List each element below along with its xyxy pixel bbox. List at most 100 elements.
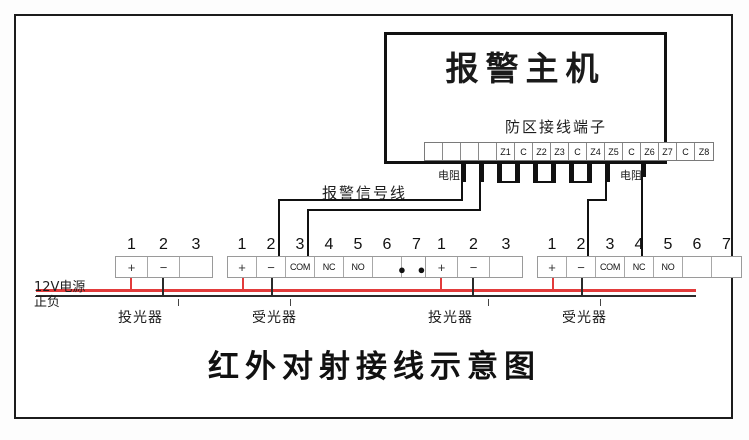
terminal-number: 7 [412, 236, 421, 253]
signal-wire [587, 199, 607, 201]
signal-wire [587, 214, 589, 256]
terminal-mark: − [469, 259, 478, 275]
host-terminal-slot-blank [443, 143, 461, 160]
host-terminal-Z1: Z1 [497, 143, 515, 160]
terminal-1: 1+ [116, 236, 148, 277]
signal-wire [461, 181, 463, 200]
terminal-mark: NC [632, 262, 646, 272]
host-terminal-Z7: Z7 [659, 143, 677, 160]
host-pin [605, 161, 610, 182]
signal-wire [605, 181, 607, 200]
host-terminal-C: C [623, 143, 641, 160]
terminal-mark: + [127, 259, 136, 275]
device-name-1: 受光器 [252, 310, 297, 326]
alarm-signal-line-label: 报警信号线 [322, 184, 408, 202]
terminal-number: 1 [237, 236, 247, 253]
device-terminal-block: 1+2−3 [115, 236, 213, 278]
host-terminal-Z3: Z3 [551, 143, 569, 160]
host-terminal-Z2: Z2 [533, 143, 551, 160]
terminal-number: 2 [469, 236, 478, 253]
device-name-2: 投光器 [428, 310, 473, 326]
host-terminal-slot-blank [461, 143, 479, 160]
host-terminal-C: C [677, 143, 695, 160]
power-drop-positive [242, 278, 244, 291]
terminal-number: 1 [437, 236, 446, 253]
host-pin [587, 161, 592, 182]
signal-wire [307, 209, 481, 211]
terminal-2: 2− [458, 236, 490, 277]
host-pin [533, 161, 538, 182]
terminal-3: 3 [180, 236, 212, 277]
power-supply-voltage: 12V电源 [34, 280, 86, 295]
signal-wire [587, 199, 589, 215]
host-jumper [569, 181, 592, 183]
host-terminal-slot-blank [425, 143, 443, 160]
terminal-number: 3 [191, 236, 201, 253]
power-drop-positive [440, 278, 442, 291]
terminal-mark: − [159, 259, 168, 275]
host-pin-resistor-left [461, 161, 466, 182]
signal-wire [641, 177, 643, 256]
resistor-label-left: 电阻 [438, 169, 460, 182]
host-jumper [497, 181, 520, 183]
terminal-7: 7 [402, 236, 431, 277]
device-tick [600, 299, 601, 306]
diagram-title: 红外对射接线示意图 [208, 349, 541, 385]
terminal-mark: NO [351, 262, 365, 272]
host-terminal-Z8: Z8 [698, 146, 710, 157]
terminal-1: 1+ [426, 236, 458, 277]
power-drop-positive [552, 278, 554, 291]
power-drop-negative [162, 278, 164, 297]
continuation-marker: ● ● [398, 262, 430, 277]
terminal-number: 4 [324, 236, 334, 253]
terminal-mark: COM [599, 262, 621, 272]
power-drop-negative [472, 278, 474, 297]
terminal-number: 2 [576, 236, 586, 253]
terminal-mark: NC [322, 262, 336, 272]
host-terminal-Z6: Z6 [641, 143, 659, 160]
terminal-number: 7 [722, 236, 731, 253]
signal-wire [278, 199, 280, 256]
device-name-3: 受光器 [562, 310, 607, 326]
zone-terminal-label: 防区接线端子 [505, 118, 608, 136]
device-name-0: 投光器 [118, 310, 163, 326]
terminal-2: 2− [567, 236, 596, 277]
terminal-mark: + [437, 259, 446, 275]
host-terminal-Z4: Z4 [587, 143, 605, 160]
terminal-number: 3 [501, 236, 511, 253]
terminal-number: 5 [663, 236, 673, 253]
terminal-number: 3 [605, 236, 615, 253]
power-drop-negative [271, 278, 273, 297]
power-drop-positive [130, 278, 132, 291]
terminal-mark: − [577, 259, 585, 275]
host-pin [569, 161, 574, 182]
terminal-7: 7 [712, 236, 741, 277]
device-tick [178, 299, 179, 306]
host-pin [515, 161, 520, 182]
terminal-6: 6 [373, 236, 402, 277]
power-supply-label: 12V电源 正负 [34, 280, 85, 310]
terminal-mark: COM [289, 262, 311, 272]
host-terminal-Z5: Z5 [605, 143, 623, 160]
device-tick [290, 299, 291, 306]
host-jumper [533, 181, 556, 183]
terminal-1: 1+ [228, 236, 257, 277]
terminal-number: 2 [159, 236, 168, 253]
signal-wire [278, 199, 463, 201]
host-pin-resistor-right [641, 161, 646, 177]
terminal-3: 3 [490, 236, 522, 277]
terminal-mark: + [548, 259, 556, 275]
host-terminal-C: C [515, 143, 533, 160]
device-terminal-block: 1+2−3 [425, 236, 523, 278]
terminal-2: 2− [148, 236, 180, 277]
terminal-number: 4 [634, 236, 644, 253]
terminal-mark: NO [661, 262, 675, 272]
terminal-mark: + [238, 259, 246, 275]
terminal-2: 2− [257, 236, 286, 277]
